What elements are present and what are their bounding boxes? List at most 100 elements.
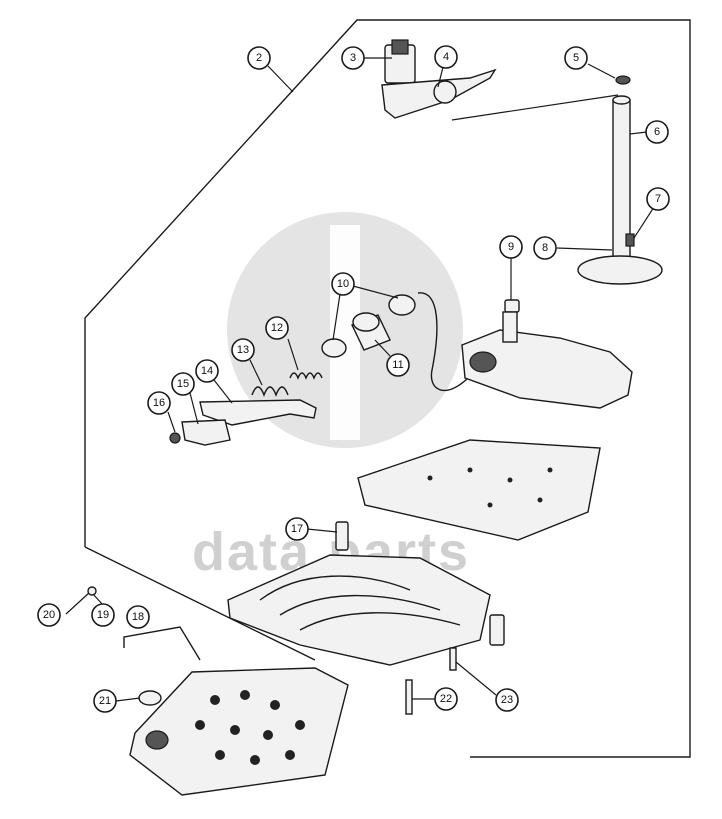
callout-17: 17	[285, 517, 309, 541]
spring-small	[289, 372, 323, 380]
callout-label: 7	[655, 193, 661, 205]
detent-lever-part	[169, 399, 317, 446]
callout-16: 16	[147, 391, 171, 415]
callout-label: 10	[337, 278, 349, 290]
callout-circle	[434, 687, 458, 711]
callout-circle	[495, 688, 519, 712]
callout-4: 4	[434, 45, 458, 69]
callout-circle	[91, 603, 115, 627]
leader-7	[633, 206, 655, 239]
valve-body-upper-shape	[461, 329, 633, 409]
callout-label: 6	[654, 126, 660, 138]
lever-plate	[181, 419, 231, 446]
plate-hole-d	[547, 467, 553, 473]
callout-label: 13	[237, 344, 249, 356]
bracket-ring	[433, 80, 457, 104]
leader-5	[587, 63, 616, 79]
leader-19	[92, 593, 104, 606]
bolt-22	[405, 679, 413, 715]
manual-shaft-part	[577, 75, 663, 285]
callout-21: 21	[93, 689, 117, 713]
callout-22: 22	[434, 687, 458, 711]
callout-circle	[646, 187, 670, 211]
callout-label: 15	[177, 378, 189, 390]
callout-12: 12	[265, 316, 289, 340]
callout-14: 14	[195, 359, 219, 383]
separator-plate	[357, 439, 601, 541]
callout-circle	[37, 603, 61, 627]
callout-11: 11	[386, 353, 410, 377]
spring-large	[251, 386, 289, 397]
callout-circle	[126, 605, 150, 629]
filter-hole-7	[295, 720, 305, 730]
valve-body-upper	[461, 311, 633, 409]
bolt-parts	[405, 614, 505, 715]
leader-6	[629, 131, 648, 135]
leader-23	[455, 661, 497, 696]
callout-label: 23	[501, 694, 513, 706]
sensor-bracket-part	[381, 39, 619, 121]
leader-lines	[92, 57, 655, 702]
shaft-plate	[577, 255, 663, 285]
filter-hole-3	[270, 700, 280, 710]
leader-21	[115, 697, 141, 702]
sensor-connector	[391, 39, 409, 55]
filter-part	[123, 626, 349, 796]
callout-label: 3	[350, 52, 356, 64]
leader-14	[213, 379, 233, 404]
filter-hole-10	[285, 750, 295, 760]
bracket-leader	[451, 94, 619, 121]
callout-20: 20	[37, 603, 61, 627]
callout-label: 5	[573, 52, 579, 64]
callout-label: 22	[440, 693, 452, 705]
callout-circle	[195, 359, 219, 383]
callout-label: 9	[508, 241, 514, 253]
callout-label: 14	[201, 365, 213, 377]
filter-hole-5	[230, 725, 240, 735]
callout-circle	[386, 353, 410, 377]
callout-circle	[265, 316, 289, 340]
callout-circle	[171, 372, 195, 396]
seal-ring-upper	[388, 294, 416, 316]
callout-circle	[231, 338, 255, 362]
plug-part	[504, 299, 520, 313]
callout-circle	[341, 46, 365, 70]
bolt-23	[449, 647, 457, 671]
callout-circle	[147, 391, 171, 415]
callout-15: 15	[171, 372, 195, 396]
shaft-cap	[615, 75, 631, 85]
leader-15	[189, 392, 199, 425]
callout-8: 8	[533, 236, 557, 260]
callout-label: 11	[392, 359, 403, 371]
filter-hole-2	[240, 690, 250, 700]
leader-2	[267, 65, 294, 93]
filter-bracket	[123, 626, 201, 661]
watermark: data parts	[192, 212, 468, 582]
valve-fitting	[489, 614, 505, 646]
plate-hole-b	[467, 467, 473, 473]
callout-circle	[564, 46, 588, 70]
callout-6: 6	[645, 120, 669, 144]
callout-label: 16	[153, 397, 165, 409]
filter-hole-8	[215, 750, 225, 760]
leader-16	[167, 411, 176, 433]
leader-17	[306, 528, 338, 533]
callout-label: 8	[542, 242, 548, 254]
filter-seal	[138, 690, 162, 706]
valve-body-lower-channels	[259, 575, 461, 631]
lever-bolt	[169, 432, 181, 444]
plate-hole-a	[427, 475, 433, 481]
callout-2: 2	[247, 46, 271, 70]
shaft-top	[612, 95, 631, 105]
filter-hole-6	[263, 730, 273, 740]
filter-hole-1	[210, 695, 220, 705]
pin-head	[87, 586, 97, 596]
callout-label: 20	[43, 609, 55, 621]
pin-part	[65, 586, 97, 615]
sleeve-end	[352, 312, 380, 332]
callout-10: 10	[331, 272, 355, 296]
callout-3: 3	[341, 46, 365, 70]
callout-label: 18	[132, 611, 144, 623]
leader-10a	[332, 293, 341, 341]
